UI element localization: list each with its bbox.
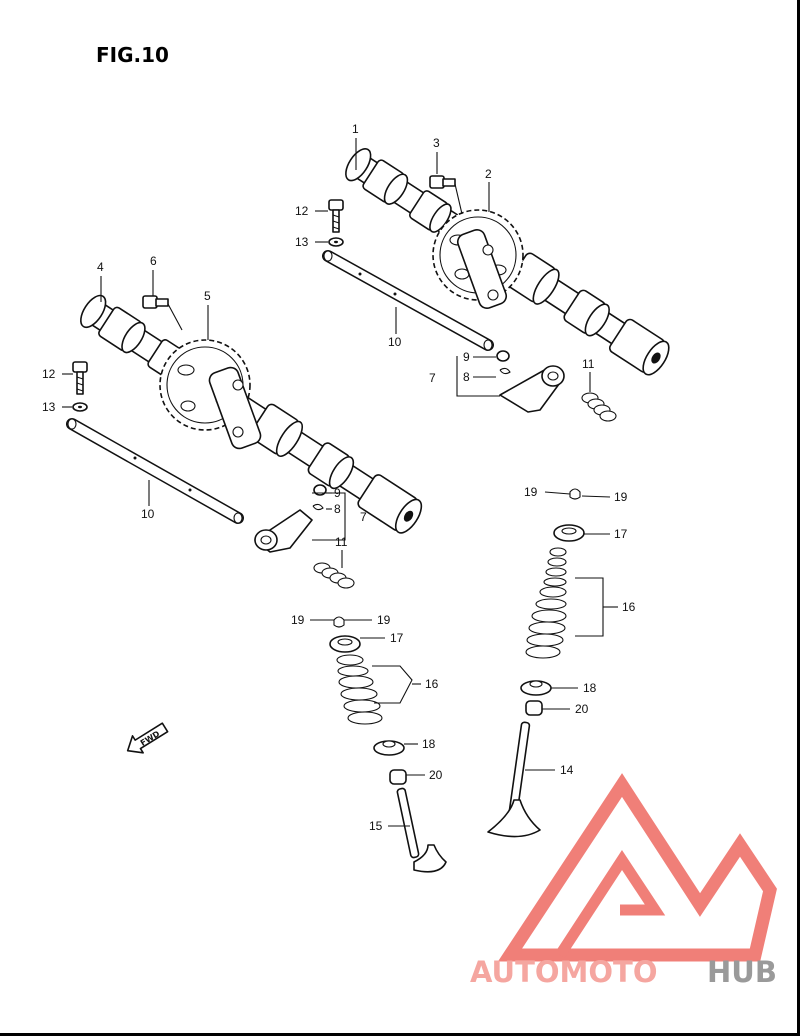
callout-8-lower: 8 [334, 502, 341, 516]
callout-11-lower: 11 [335, 535, 348, 549]
cam-sprocket-lower [159, 339, 262, 450]
callout-19-right-a: 19 [524, 485, 538, 499]
callout-3: 3 [433, 136, 440, 150]
rocker-shaft-upper [322, 250, 494, 351]
callout-4: 4 [97, 260, 104, 274]
callout-2: 2 [485, 167, 492, 181]
callout-19-right-b: 19 [614, 490, 628, 504]
leader-lines [62, 138, 618, 827]
valve-spring-left [336, 654, 383, 725]
callout-19-left-b: 19 [377, 613, 391, 627]
valve-stack-left [329, 616, 447, 873]
callout-13-upper: 13 [295, 235, 309, 249]
spring-small-upper [581, 392, 617, 422]
callout-9-lower: 9 [334, 486, 341, 500]
rocker-arm-upper [496, 350, 565, 413]
callout-10-upper: 10 [388, 335, 402, 349]
callout-1: 1 [352, 122, 359, 136]
callout-18-left: 18 [422, 737, 436, 751]
sprocket-bolt-upper [429, 175, 463, 215]
callout-9-upper: 9 [463, 350, 470, 364]
rocker-shaft-lower [66, 418, 244, 524]
rocker-arm-lower [254, 484, 327, 553]
callout-12-upper: 12 [295, 204, 309, 218]
watermark-logo-icon [497, 773, 777, 962]
callout-14: 14 [560, 763, 574, 777]
callout-6: 6 [150, 254, 157, 268]
callout-7-lower: 7 [360, 510, 367, 524]
forward-arrow-icon: FWD [126, 722, 169, 754]
callout-20-left: 20 [429, 768, 443, 782]
callout-16-left: 16 [425, 677, 439, 691]
page-border-bottom [0, 1033, 800, 1036]
callout-15: 15 [369, 819, 383, 833]
callout-19-left-a: 19 [291, 613, 305, 627]
callout-20-right: 20 [575, 702, 589, 716]
callout-17-left: 17 [390, 631, 404, 645]
cam-sprocket-upper [432, 209, 524, 309]
figure-title: FIG.10 [96, 43, 169, 67]
callout-16-right: 16 [622, 600, 636, 614]
spring-small-lower [313, 562, 355, 589]
screw-upper [328, 199, 344, 247]
callout-labels: 1 3 2 12 13 4 6 5 10 9 8 7 11 12 13 10 9… [42, 122, 636, 833]
callout-11-upper: 11 [582, 357, 595, 371]
callout-7-upper: 7 [429, 371, 436, 385]
callout-8-upper: 8 [463, 370, 470, 384]
page-border-right [797, 0, 800, 1036]
callout-10-lower: 10 [141, 507, 155, 521]
callout-5: 5 [204, 289, 211, 303]
watermark-text-part1: AUTOMOTO [470, 955, 657, 989]
callout-12-lower: 12 [42, 367, 56, 381]
callout-18-right: 18 [583, 681, 597, 695]
valve-spring-right [525, 547, 567, 659]
sprocket-bolt-lower [142, 295, 183, 331]
watermark-text: AUTOMOTO HUB [470, 955, 777, 989]
callout-17-right: 17 [614, 527, 628, 541]
watermark-text-part2: HUB [707, 955, 777, 989]
callout-13-lower: 13 [42, 400, 56, 414]
valve-stack-right [487, 488, 585, 838]
screw-lower [72, 361, 88, 412]
